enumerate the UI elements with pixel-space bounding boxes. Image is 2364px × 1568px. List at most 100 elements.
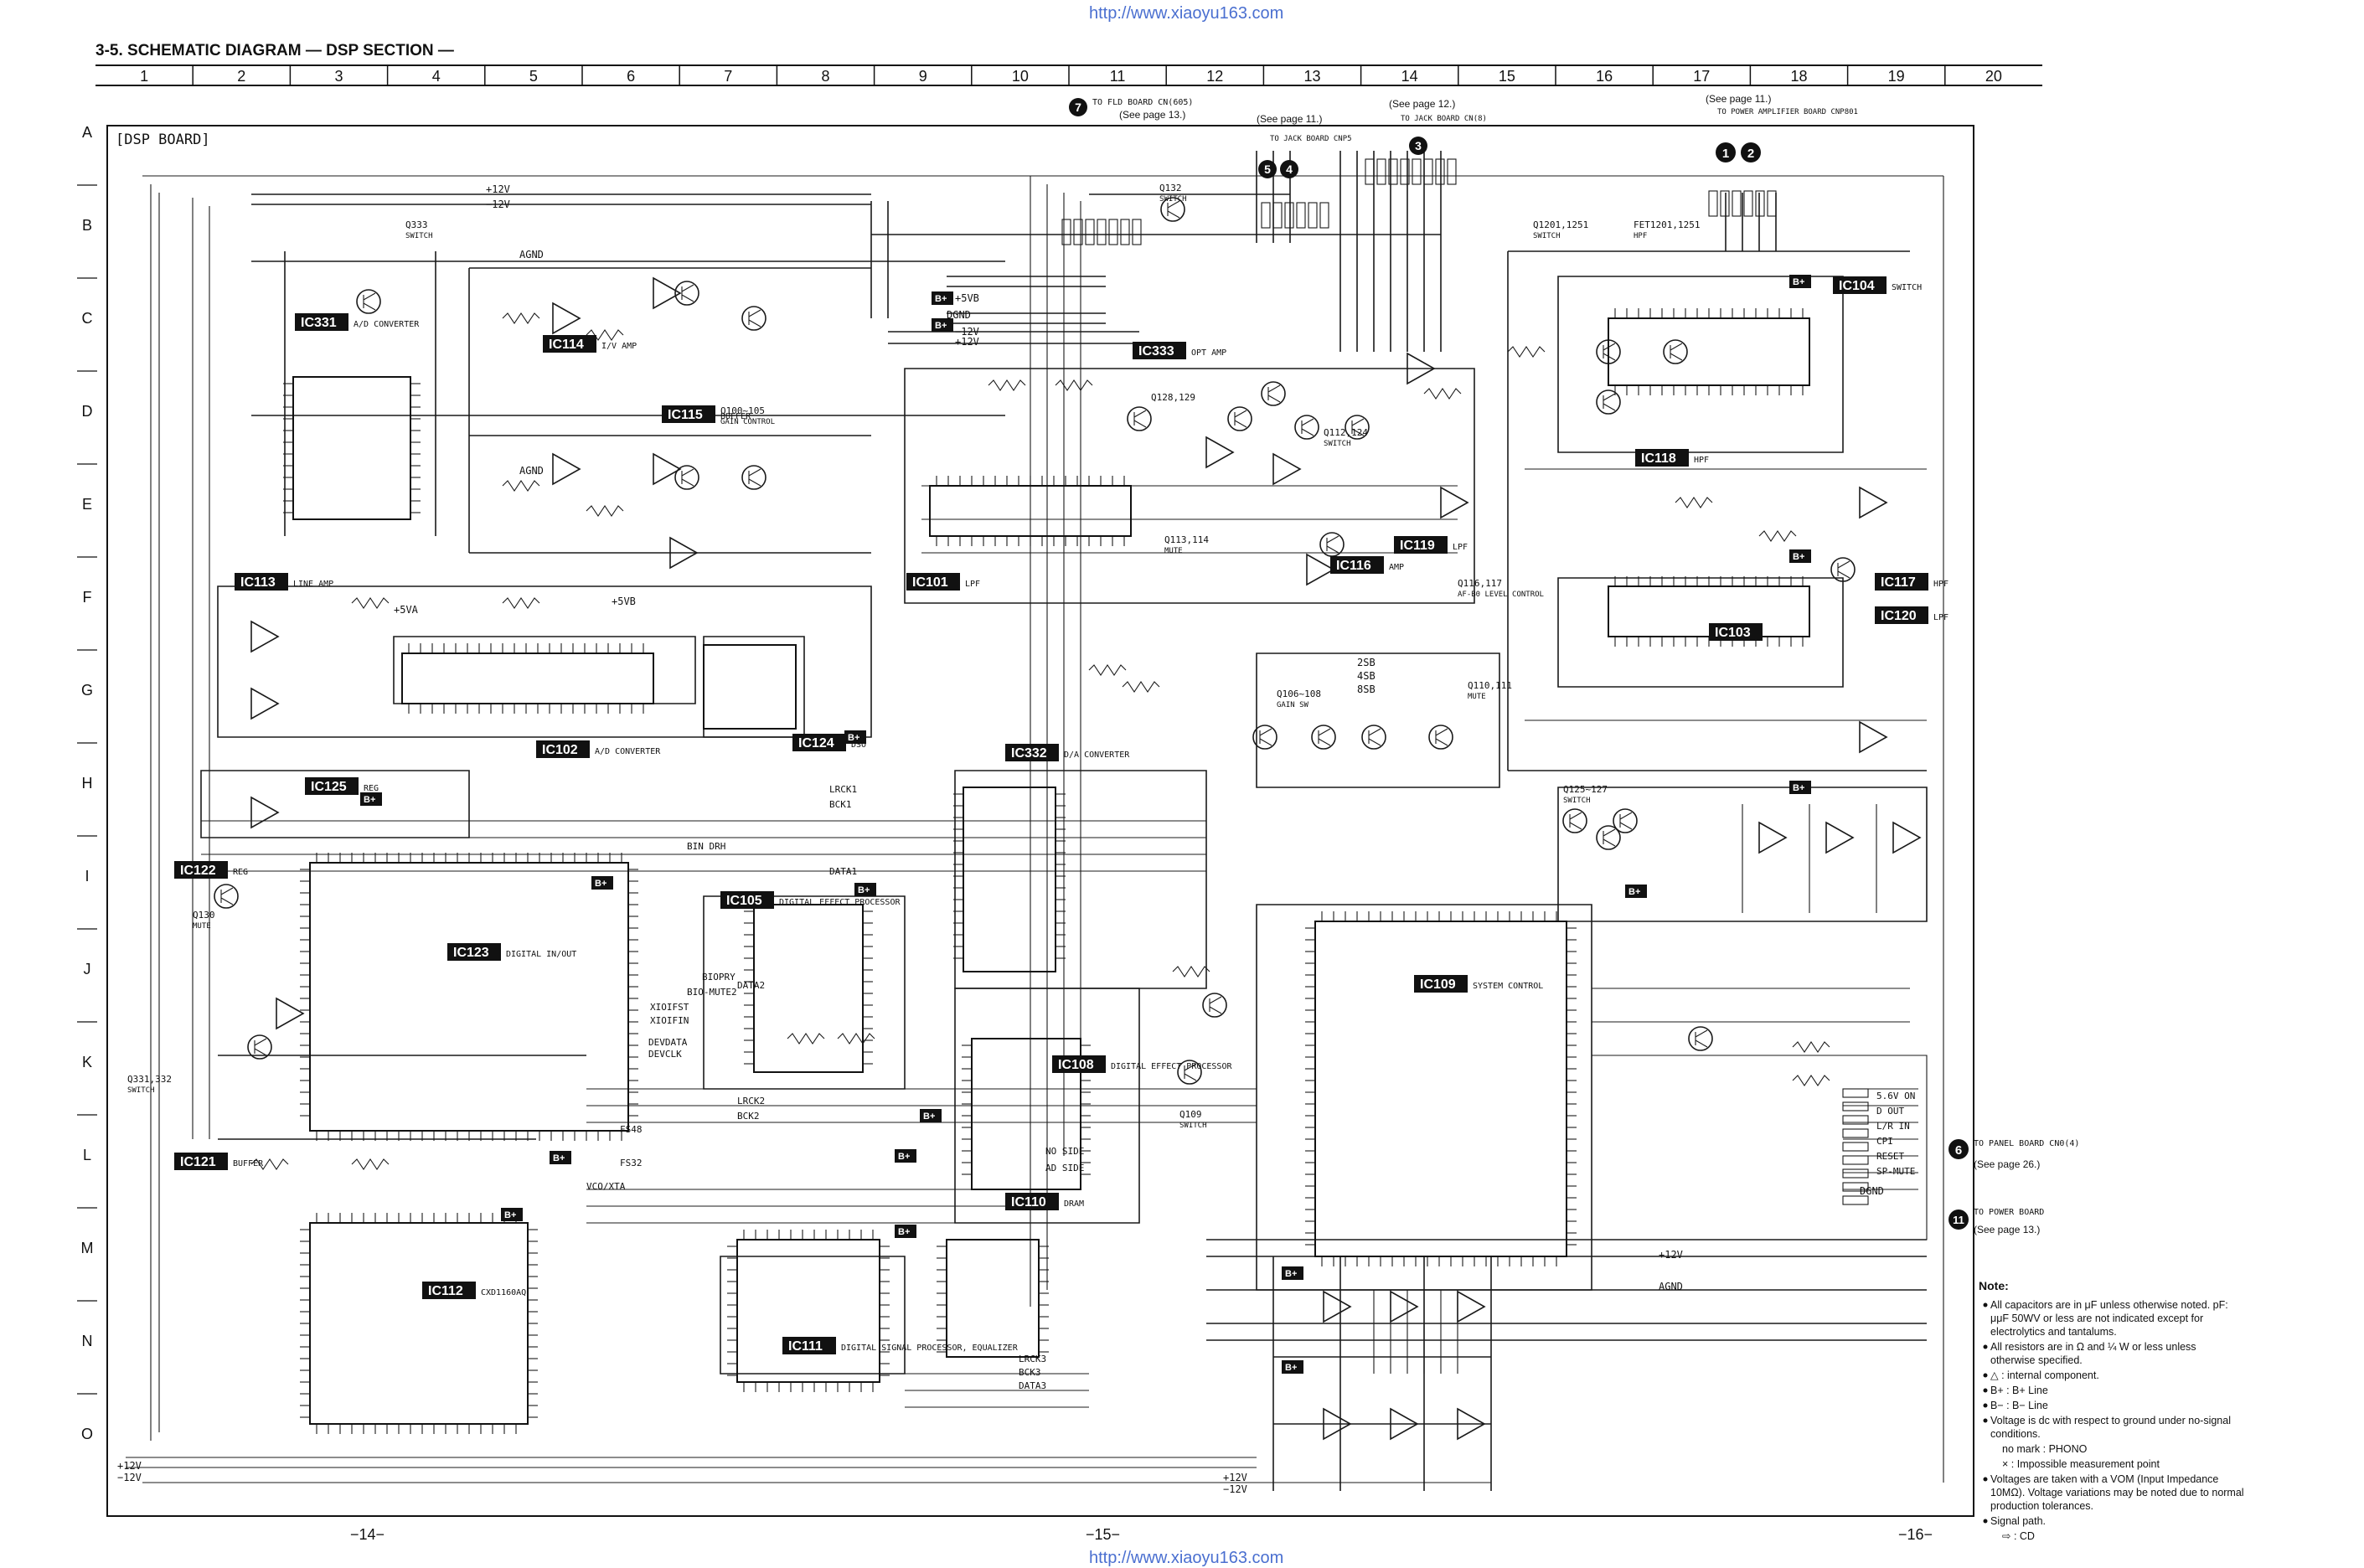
- bus-label: LRCK1: [829, 784, 857, 795]
- connector-1-num: 1: [1722, 147, 1729, 161]
- ic-function-ic125: REG: [364, 784, 379, 793]
- ic-tag-ic110: [1005, 1193, 1059, 1210]
- grid-col-4: 4: [432, 68, 441, 85]
- transistor-symbol: [741, 465, 766, 490]
- ic-tag-ic101: [906, 573, 960, 591]
- resistor-symbol: [1172, 966, 1210, 977]
- rail-label-5vb: +5VB: [612, 596, 636, 607]
- ic-tag-ic105: [720, 891, 774, 909]
- ic-function-ic105: DIGITAL EFFECT PROCESSOR: [779, 898, 901, 907]
- opamp-symbol: [552, 302, 581, 335]
- ic-function-ic110: DRAM: [1064, 1199, 1084, 1209]
- grid-col-18: 18: [1790, 68, 1807, 85]
- ic-name-ic121: IC121: [180, 1155, 216, 1169]
- ic-tag-ic331: [295, 313, 348, 331]
- ic-tag-ic108: [1052, 1055, 1106, 1073]
- ic-name-ic108: IC108: [1058, 1058, 1094, 1072]
- grid-col-14: 14: [1401, 68, 1418, 85]
- connector-pin: [1743, 190, 1753, 217]
- connector-pin: [1842, 1195, 1869, 1205]
- grid-col-1: 1: [140, 68, 148, 85]
- grid-col-6: 6: [627, 68, 635, 85]
- ic-function-ic122: REG: [233, 868, 248, 877]
- connector-6-num: 6: [1955, 1143, 1962, 1158]
- bus-label: BIN DRH: [687, 841, 725, 852]
- resistor-symbol: [351, 597, 390, 609]
- ic-tag-ic117: [1875, 573, 1928, 591]
- bus-label: BIOPRY: [702, 972, 736, 983]
- ic-name-ic333: IC333: [1138, 344, 1174, 358]
- transistor-function: SWITCH: [127, 1086, 155, 1095]
- grid-row-G: G: [81, 682, 93, 699]
- connector-pin: [1376, 158, 1386, 185]
- page-number-14: −14−: [350, 1526, 385, 1543]
- resistor-symbol: [502, 312, 540, 324]
- opamp-symbol: [653, 452, 682, 486]
- opamp-symbol: [1758, 821, 1788, 854]
- ic-tag-ic114: [543, 335, 596, 353]
- ic-name-ic125: IC125: [311, 780, 347, 794]
- resistor-symbol: [1122, 681, 1160, 693]
- rail-labels: +12V −12V AGND AGND DGND +5VA +5VB +5VB …: [117, 183, 1884, 1495]
- bus-label: BIO-MUTE2: [687, 987, 737, 998]
- grid-col-8: 8: [821, 68, 829, 85]
- grid-row-F: F: [83, 589, 92, 606]
- grid-row-O: O: [81, 1426, 93, 1442]
- transistor-label: Q1201,1251: [1533, 219, 1588, 230]
- note-item: All resistors are in Ω and ¼ W or less u…: [1990, 1341, 2196, 1366]
- bus-label: XIOIFST: [650, 1002, 689, 1013]
- rail-label-pos12v: +12V: [486, 183, 510, 195]
- connector-5: 5: [1258, 160, 1277, 178]
- grid-col-12: 12: [1206, 68, 1223, 85]
- bus-label: DATA1: [829, 866, 857, 877]
- connector-pin: [1842, 1115, 1869, 1125]
- ic-tag-ic102: [536, 740, 590, 758]
- b-plus-tag: [360, 792, 382, 806]
- transistor-label: Q130: [193, 910, 215, 921]
- ic-name-ic113: IC113: [240, 575, 276, 590]
- notes-items: All capacitors are in μF unless otherwis…: [1983, 1299, 2244, 1542]
- ic-name-ic103: IC103: [1715, 626, 1751, 640]
- opamp-symbol: [1457, 1407, 1486, 1441]
- rail-label-5vb-2: +5VB: [955, 292, 979, 304]
- ic-tag-ic111: [782, 1337, 836, 1354]
- resistor-symbol: [250, 1158, 289, 1170]
- grid-row-M: M: [81, 1240, 94, 1256]
- ic-function-ic114: I/V AMP: [601, 342, 637, 351]
- panel-pin-5v6on: 5.6V ON: [1876, 1091, 1915, 1101]
- opamp-symbol: [250, 687, 280, 720]
- rail-label-dgnd: DGND: [947, 309, 971, 321]
- connector-pin: [1755, 190, 1765, 217]
- connector-5-see: (See page 11.): [1257, 113, 1323, 125]
- connector-6: 6 TO PANEL BOARD CN0(4) (See page 26.): [1948, 1139, 2079, 1170]
- grid-col-9: 9: [919, 68, 927, 85]
- transistor-label: Q109: [1179, 1109, 1202, 1120]
- opamp-symbol: [1440, 486, 1469, 519]
- connector-pin: [1296, 202, 1306, 229]
- opamp-symbol: [1390, 1290, 1419, 1323]
- ic-function-ic117: HPF: [1933, 580, 1948, 589]
- resistor-symbol: [351, 1158, 390, 1170]
- transistor-symbol: [741, 306, 766, 331]
- opamp-symbol: [1323, 1407, 1352, 1441]
- resistor-symbol: [1088, 664, 1127, 676]
- opamp-symbol: [653, 276, 682, 310]
- diagram-title: 3-5. SCHEMATIC DIAGRAM — DSP SECTION —: [95, 42, 454, 59]
- b-plus-tag-text: B+: [1793, 277, 1804, 287]
- page-number-15: −15−: [1086, 1526, 1120, 1543]
- ic-function-ic104: SWITCH: [1892, 283, 1922, 292]
- connector-pin: [1435, 158, 1445, 185]
- resistor-symbol: [502, 597, 540, 609]
- ic-function-ic118: HPF: [1694, 456, 1709, 465]
- bus-label: DEVDATA: [648, 1037, 688, 1048]
- resistor-symbol: [502, 480, 540, 492]
- transistor-symbol: [674, 281, 699, 306]
- watermark-url-bottom: http://www.xiaoyu163.com: [1089, 1549, 1283, 1567]
- transistor-symbol: [1361, 725, 1386, 750]
- resistor-symbol: [1675, 497, 1713, 508]
- transistor-symbol: [1252, 725, 1277, 750]
- ic-block-bodies: [292, 317, 1810, 1425]
- transistor-function: SWITCH: [1533, 232, 1561, 240]
